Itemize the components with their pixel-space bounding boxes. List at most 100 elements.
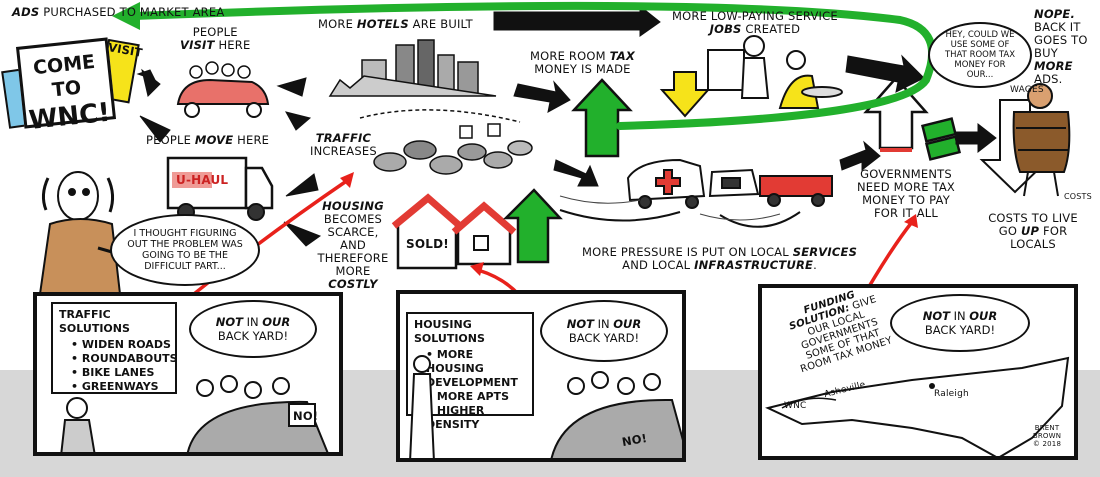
nimby-text-3: NOT IN OUR BACK YARD! xyxy=(923,309,998,337)
traffic-solutions-title: TRAFFIC SOLUTIONS xyxy=(59,308,130,335)
traffic-solutions-board: TRAFFIC SOLUTIONS WIDEN ROADS ROUNDABOUT… xyxy=(51,302,178,394)
traffic-jam-illustration xyxy=(359,109,533,175)
housing-item: MORE APTS xyxy=(426,390,526,404)
traffic-item: ROUNDABOUTS xyxy=(71,352,178,366)
nimby-text-1: NOT IN OUR BACK YARD! xyxy=(216,315,291,343)
come-to-text: COME TO xyxy=(32,50,97,102)
hotels-more: MORE xyxy=(318,17,354,31)
people-move-pre: PEOPLE xyxy=(146,133,192,147)
nimby-text-2: NOT IN OUR BACK YARD! xyxy=(567,317,642,345)
traffic-panel-crowd xyxy=(60,375,329,452)
visit-here: HERE xyxy=(218,38,251,52)
hotels-label: MORE HOTELS ARE BUILT xyxy=(318,18,473,31)
ads-label: ADS PURCHASED TO MARKET AREA xyxy=(12,6,224,19)
people-move-label: PEOPLE MOVE HERE xyxy=(146,134,269,147)
credit-name: BRENT BROWN xyxy=(1032,424,1062,440)
housing-label: HOUSING BECOMES SCARCE, AND THEREFORE MO… xyxy=(316,200,390,291)
nimby-back: BACK YARD! xyxy=(568,331,640,345)
professor-character-illustration xyxy=(38,171,122,295)
flow-arrows-black xyxy=(136,4,997,247)
uhaul-truck-illustration xyxy=(166,156,274,221)
ads-word: ADS xyxy=(12,5,40,19)
sold-sign-text: SOLD! xyxy=(406,237,449,251)
nc-map xyxy=(765,356,1070,456)
housing-item: MORE HOUSING DEVELOPMENT xyxy=(426,348,526,390)
nimby-back: BACK YARD! xyxy=(217,329,289,343)
housing-solutions-list: MORE HOUSING DEVELOPMENT MORE APTS HIGHE… xyxy=(414,348,526,432)
for-locals: FOR LOCALS xyxy=(1010,224,1068,251)
costly-word: COSTLY xyxy=(328,277,378,291)
traffic-solutions-panel: TRAFFIC SOLUTIONS WIDEN ROADS ROUNDABOUT… xyxy=(33,292,343,456)
costs-label: COSTS TO LIVE GO UP FOR LOCALS xyxy=(984,212,1082,251)
jobs-word: JOBS xyxy=(709,22,742,36)
nimby-not: NOT xyxy=(566,317,594,331)
money-made: MONEY IS MADE xyxy=(534,62,631,76)
nimby-not: NOT xyxy=(922,309,950,323)
houses-illustration xyxy=(391,193,517,270)
nimby-not: NOT xyxy=(215,315,243,329)
nope-rest: BACK IT GOES TO BUY xyxy=(1034,20,1088,60)
ads-small: ADS. xyxy=(1034,72,1063,86)
nimby-bubble-1: NOT IN OUR BACK YARD! xyxy=(189,300,317,358)
nimby-our: OUR xyxy=(262,315,291,329)
traffic-word: TRAFFIC xyxy=(315,131,372,145)
government-label: GOVERNMENTS NEED MORE TAX MONEY TO PAY F… xyxy=(856,167,955,220)
emergency-vehicles-illustration xyxy=(559,158,833,228)
move-word: MOVE xyxy=(194,133,234,147)
pressure-label: MORE PRESSURE IS PUT ON LOCAL SERVICES A… xyxy=(582,245,858,272)
uhaul-text: U-HAUL xyxy=(176,173,229,187)
nope-word: NOPE. xyxy=(1034,7,1076,21)
move-here: HERE xyxy=(237,133,270,147)
nope-label: NOPE. BACK IT GOES TO BUY MORE ADS. xyxy=(1034,8,1096,86)
more-word: MORE xyxy=(1034,59,1073,73)
nimby-bubble-3: NOT IN OUR BACK YARD! xyxy=(890,294,1030,352)
professor-thought-bubble: I THOUGHT FIGURING OUT THE PROBLEM WAS G… xyxy=(110,214,260,286)
jobs-created: CREATED xyxy=(745,22,801,36)
jobs-pre: MORE LOW-PAYING SERVICE xyxy=(672,9,838,23)
nimby-in: IN xyxy=(953,309,966,323)
green-loop-arrow xyxy=(112,1,937,130)
wages-text: WAGES xyxy=(1010,85,1044,95)
room-tax-pre: MORE ROOM xyxy=(530,49,606,63)
traffic-solutions-list: WIDEN ROADS ROUNDABOUTS BIKE LANES GREEN… xyxy=(59,338,178,394)
hey-could-bubble: HEY, COULD WE USE SOME OF THAT ROOM TAX … xyxy=(928,22,1032,88)
map-label-raleigh: Raleigh xyxy=(934,389,969,399)
hotels-word: HOTELS xyxy=(356,17,409,31)
red-arrowheads xyxy=(340,172,918,276)
people-text: PEOPLE xyxy=(192,25,238,39)
housing-word: HOUSING xyxy=(322,199,384,213)
traffic-item: WIDEN ROADS xyxy=(71,338,171,352)
car-of-visitors-illustration xyxy=(176,61,270,118)
housing-solutions-board: HOUSING SOLUTIONS MORE HOUSING DEVELOPME… xyxy=(406,312,534,431)
traffic-item: GREENWAYS xyxy=(71,380,169,394)
room-tax-label: MORE ROOM TAX MONEY IS MADE xyxy=(530,50,635,76)
infrastructure-word: INFRASTRUCTURE xyxy=(694,258,814,272)
services-word: SERVICES xyxy=(792,245,858,259)
wnc-text: WNC! xyxy=(27,97,112,136)
nimby-in: IN xyxy=(597,317,610,331)
come-to-wnc-sign: COME TO WNC! xyxy=(15,37,117,136)
no-sign-1: NO! xyxy=(293,409,319,423)
nimby-bubble-2: NOT IN OUR BACK YARD! xyxy=(540,300,668,362)
funding-solution-panel: FUNDING SOLUTION: GIVE OUR LOCAL GOVERNM… xyxy=(758,284,1078,460)
traffic-label: TRAFFIC INCREASES xyxy=(310,132,377,158)
tax-word: TAX xyxy=(609,49,635,63)
green-dollar-arrows xyxy=(502,78,633,264)
people-visit-label: PEOPLE VISIT HERE xyxy=(180,26,250,52)
man-in-barrel-illustration xyxy=(979,83,1071,197)
artist-credit: BRENT BROWN © 2018 xyxy=(1024,424,1070,448)
service-workers-illustration xyxy=(659,35,843,118)
visit-word: VISIT xyxy=(180,38,215,52)
costs-pre: COSTS TO LIVE GO xyxy=(988,211,1078,238)
hotels-built: ARE BUILT xyxy=(412,17,473,31)
nimby-our: OUR xyxy=(969,309,998,323)
costs-small-text: COSTS xyxy=(1064,192,1092,201)
ground-scribbles xyxy=(559,195,781,221)
housing-solutions-title: HOUSING SOLUTIONS xyxy=(414,318,485,345)
ads-rest: PURCHASED TO MARKET AREA xyxy=(43,5,225,19)
housing-solutions-panel: HOUSING SOLUTIONS MORE HOUSING DEVELOPME… xyxy=(396,290,686,462)
traffic-item: BIKE LANES xyxy=(71,366,169,380)
nimby-in: IN xyxy=(246,315,259,329)
